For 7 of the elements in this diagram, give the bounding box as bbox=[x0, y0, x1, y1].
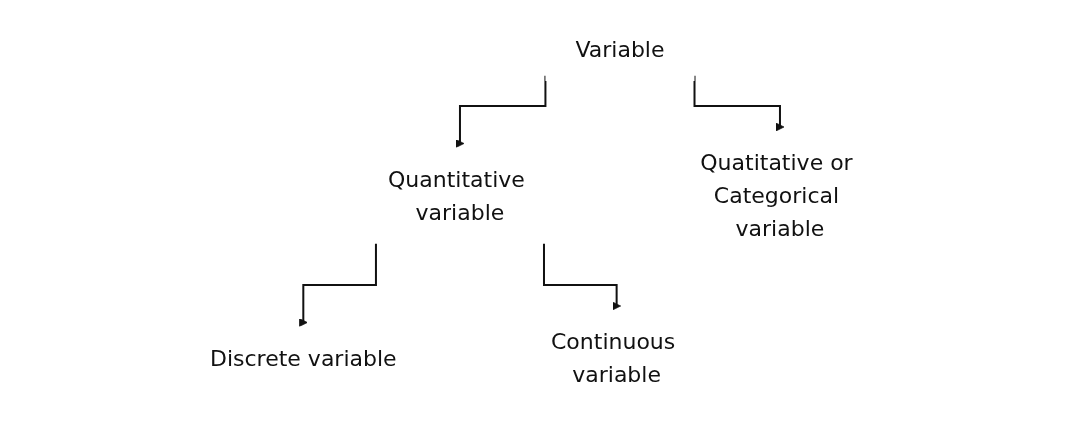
node-text: Quatitative or Categorical variable bbox=[700, 149, 853, 241]
node-text: Continuous variable bbox=[551, 328, 676, 387]
arrow bbox=[543, 242, 622, 310]
node-text: Variable bbox=[575, 36, 665, 62]
node-text: Discrete variable bbox=[210, 345, 397, 370]
arrow bbox=[298, 242, 377, 327]
node-text: Quantitative variable bbox=[388, 166, 525, 224]
